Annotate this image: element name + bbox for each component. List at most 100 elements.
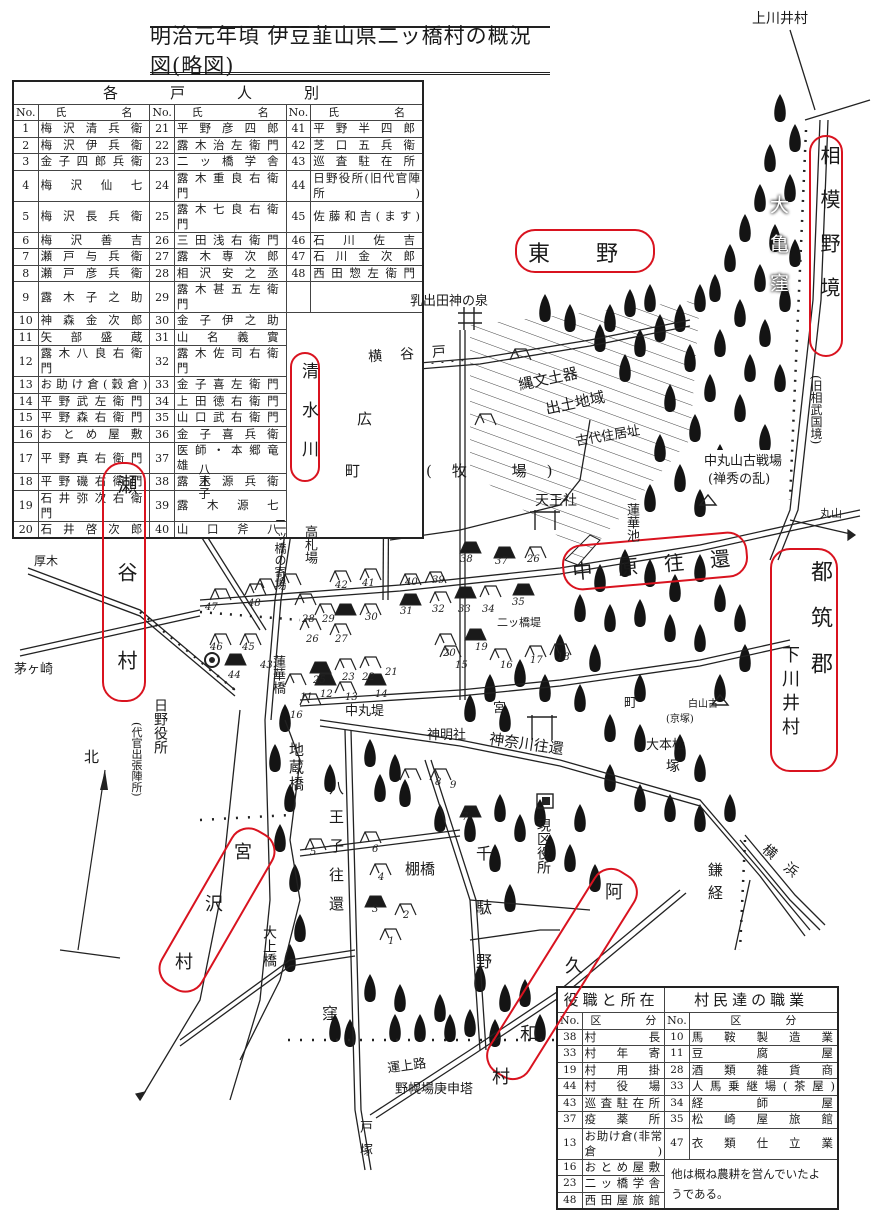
household-name: 石川佐吉 [310,231,424,249]
label-hakusan: 白山古 [688,699,718,710]
label-chigasaki: 茅ヶ崎 [14,662,54,677]
household-name: 露木源七 [173,489,287,522]
household-name [311,443,423,474]
household-name: 梅沢伊兵衛 [37,136,151,154]
label-hachioji: 八王子 [197,463,211,499]
occupation-name: 人馬乗継場(茶屋) [688,1078,839,1096]
col-header-no: No. [149,104,175,121]
svg-text:26: 26 [305,634,319,645]
label-pasture: (牧 場) [426,462,573,480]
household-no: 2 [12,136,39,154]
household-no: 40 [149,520,175,539]
occupation-no: 34 [664,1094,690,1112]
household-name: 山名義實 [173,328,287,346]
svg-text:31: 31 [400,606,413,617]
household-no: 24 [149,169,175,202]
svg-text:35: 35 [512,597,525,608]
label-old-sobu-border: (旧相武国境) [809,375,823,445]
occupation-name: 酒類雑貨商 [688,1061,839,1079]
svg-text:18: 18 [557,652,570,663]
label-akuwa-4: 村 [492,1067,510,1088]
household-name: 平野武左衛門 [37,392,151,410]
household-no: 36 [149,425,175,443]
occupation-name: 馬鞍製造業 [688,1028,839,1046]
role-name: 村長 [581,1028,666,1046]
svg-text:15: 15 [455,660,468,671]
label-koshin-tower: 野幌場庚申塔 [395,1082,474,1097]
svg-text:30: 30 [365,612,378,623]
household-no: 1 [12,120,39,138]
role-name: お助け倉(非常倉) [581,1127,666,1160]
household-no: 34 [149,392,175,410]
household-no: 13 [12,376,39,394]
col-header-name: 氏 名 [173,104,287,121]
household-no: 8 [12,264,39,282]
svg-text:22: 22 [361,672,375,683]
label-miyazawa-2: 沢 [205,894,223,915]
household-name [311,313,423,330]
role-name: 村役場 [581,1078,666,1096]
landmark-symbols [204,307,730,809]
label-akuwa-2: 久 [565,956,583,977]
svg-text:16: 16 [290,710,303,721]
household-name: おとめ屋敷 [37,425,151,443]
household-name: 神森金次郎 [37,312,151,330]
label-akuwa-1: 阿 [605,882,623,903]
household-no: 29 [149,281,175,313]
household-no: 48 [285,264,312,282]
household-name: 平野半四郎 [310,120,424,138]
household-no: 19 [12,489,39,522]
label-hachioji-road: 八王子往還 [327,780,345,925]
occupation-note: 他は概ね農耕を営んでいたようである。 [664,1158,839,1210]
household-name: 上田徳右衛門 [173,392,287,410]
label-kamikawai-village: 上川井村 [752,11,808,27]
svg-text:34: 34 [482,604,495,615]
household-name: 露木源兵衛 [173,473,287,491]
household-no: 47 [285,248,312,266]
role-no: 16 [556,1158,583,1176]
label-renge-bridge: 蓮華橋 [270,655,285,694]
role-name: 西田屋旅館 [581,1191,666,1210]
role-no: 44 [556,1078,583,1096]
label-totsuka: 戸塚 [357,1120,372,1166]
occupation-no: 11 [664,1045,690,1063]
label-hino-office: 日野役所 [152,698,168,754]
household-name: 梅沢仙七 [37,169,151,202]
label-hiro: 広 [357,410,373,428]
svg-text:41: 41 [361,578,375,589]
household-no: 46 [285,231,312,249]
household-no: 27 [149,248,175,266]
household-no: 11 [12,328,39,346]
household-no: 25 [149,200,175,233]
household-no: 15 [12,409,39,427]
svg-text:1: 1 [388,936,394,947]
label-sendano: 千駄野 [473,845,492,1007]
label-miya: 宮 [493,701,507,716]
household-name: 梅沢善吉 [37,231,151,249]
svg-text:45: 45 [241,642,255,653]
label-north: 北 [84,748,100,766]
highlight-oval-tsuzuki [770,548,838,772]
svg-text:23: 23 [341,672,355,683]
household-no: 4 [12,169,39,202]
household-no: 17 [12,442,39,474]
occupation-no: 47 [664,1127,690,1160]
household-no: 26 [149,231,175,249]
household-name: 露木治左衛門 [173,136,287,154]
label-shinmei-shrine: 神明社 [427,728,467,743]
household-name: 山口斧八 [173,520,287,539]
svg-text:11: 11 [300,692,313,703]
label-spring: 乳出田神の泉 [410,294,489,309]
